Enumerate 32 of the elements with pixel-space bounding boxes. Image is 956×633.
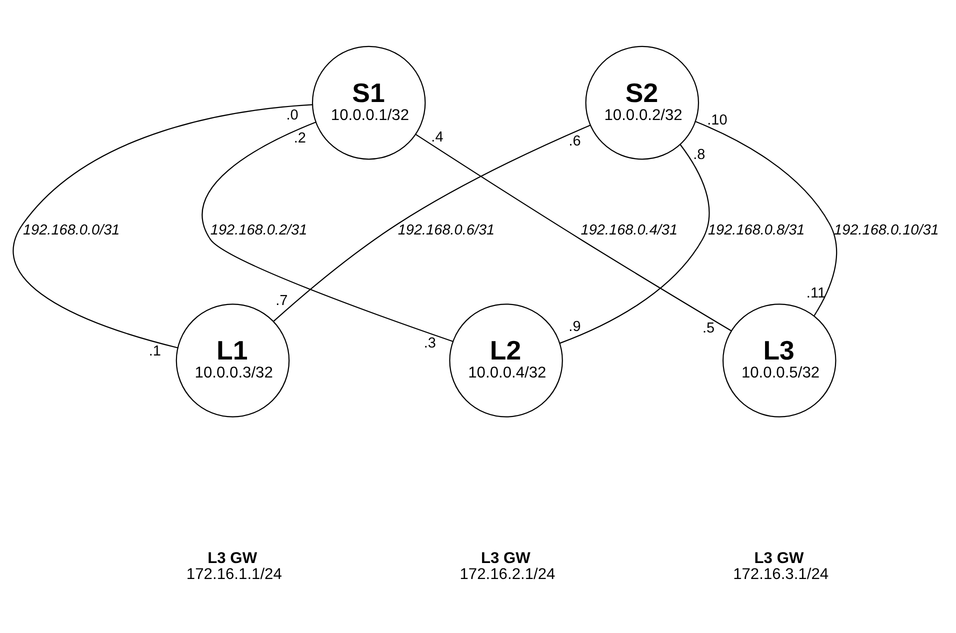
label: .11 [806,284,826,301]
label: .2 [294,130,306,146]
edge-label: 192.168.0.2/31 [210,222,308,238]
node-label: 172.16.1.1/24 [186,565,282,582]
label: .5 [702,320,715,336]
label: .4 [431,128,444,145]
label: .8 [693,146,706,163]
connector [12,104,312,348]
label: .3 [424,334,436,351]
connector [202,121,453,342]
node-circle: L2 10.0.0.4/32 [449,303,563,417]
node-circle: L3 10.0.0.5/32 [722,303,836,417]
node-circle: S1 10.0.0.1/32 [312,45,426,160]
label: .10 [707,112,728,128]
edge-label: 192.168.0.4/31 [580,222,678,238]
connector [560,144,710,344]
edge-label: 192.168.0.10/31 [834,222,939,238]
connector [415,133,732,331]
edge-label: 192.168.0.6/31 [398,222,495,238]
label: .1 [148,343,162,360]
node-label: 172.16.3.1/24 [733,565,829,582]
connector [273,124,590,322]
label: .0 [286,106,298,123]
label: .6 [568,133,581,150]
label: .9 [568,318,581,334]
edge-label: 192.168.0.0/31 [22,222,120,238]
node-label: L3 GW [754,550,804,567]
connector [695,120,838,316]
edge-label: 192.168.0.8/31 [708,222,805,238]
node-label: L3 GW [480,550,530,567]
node-label: L3 GW [208,550,258,567]
node-label: 172.16.2.1/24 [460,565,556,582]
